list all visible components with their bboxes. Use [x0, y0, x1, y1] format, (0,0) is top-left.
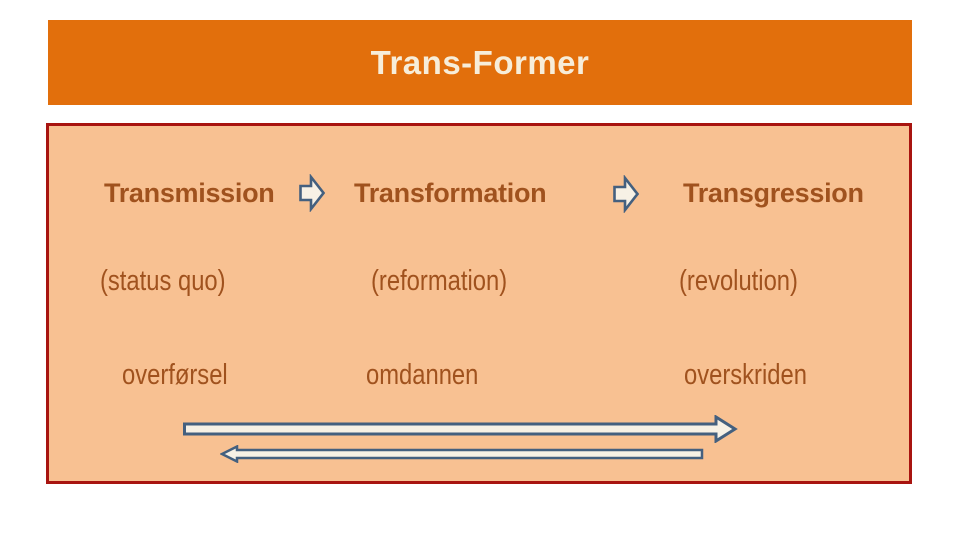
long-arrow-right-icon [183, 415, 738, 443]
block-arrow-right-icon [299, 174, 325, 212]
term-omdannen: omdannen [366, 359, 479, 391]
qualifier-revolution: (revolution) [679, 265, 798, 297]
qualifier-status-quo: (status quo) [100, 265, 226, 297]
term-overfoersel: overførsel [122, 359, 228, 391]
column-heading-transmission: Transmission [104, 178, 275, 208]
long-arrow-left-icon [220, 445, 704, 463]
slide-title-bar: Trans-Former [48, 20, 912, 105]
block-arrow-right-icon [613, 175, 639, 213]
column-heading-transformation: Transformation [354, 178, 547, 208]
slide-title: Trans-Former [370, 43, 590, 81]
column-heading-transgression: Transgression [683, 178, 864, 208]
qualifier-reformation: (reformation) [371, 265, 508, 297]
term-overskriden: overskriden [684, 359, 807, 391]
